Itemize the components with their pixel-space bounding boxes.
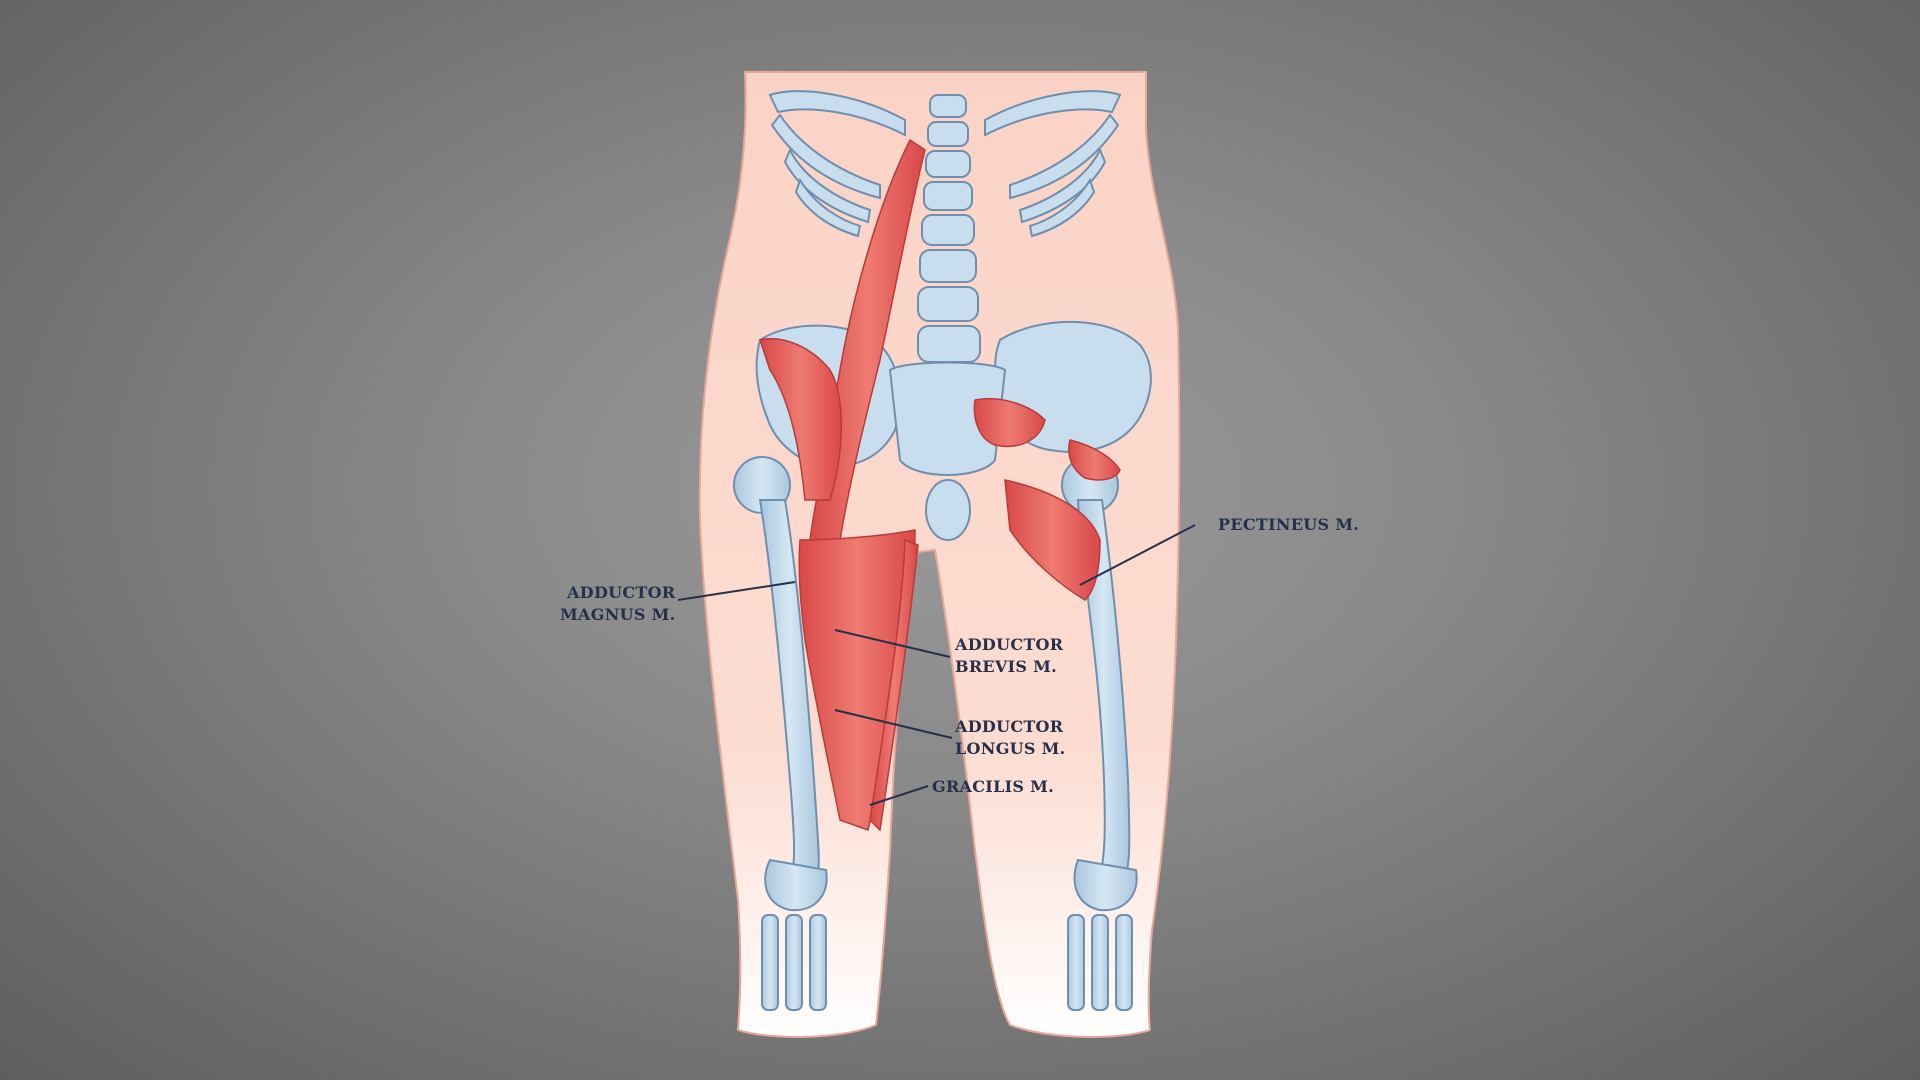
body-silhouette [698,71,1181,1038]
rib-cage [768,90,1122,238]
adductor-longus-label-line2: LONGUS M. [955,739,1066,758]
pectineus-leader [1079,524,1196,586]
adductor-longus-leader [834,709,953,739]
adductor-magnus-label-line1: ADDUCTOR [567,583,676,602]
adductor-magnus-leader [677,581,796,601]
adductor-muscles [798,398,1121,832]
pectineus-label-text: PECTINEUS M. [1218,515,1360,534]
gracilis-label: GRACILIS M. [932,776,1054,798]
spine [917,94,981,363]
leader-lines [677,524,1196,806]
femur-left [733,456,828,1011]
pectineus-label: PECTINEUS M. [1218,514,1359,536]
adductor-brevis-leader [834,629,951,658]
adductor-brevis-label-line2: BREVIS M. [955,657,1058,676]
adductor-magnus-label: ADDUCTOR MAGNUS M. [560,582,675,626]
adductor-brevis-label-line1: ADDUCTOR [955,635,1064,654]
adductor-longus-label: ADDUCTOR LONGUS M. [955,716,1066,760]
adductor-longus-label-line1: ADDUCTOR [955,717,1064,736]
gracilis-leader [869,785,929,806]
adductor-magnus-label-line2: MAGNUS M. [560,605,676,624]
adductor-brevis-label: ADDUCTOR BREVIS M. [955,634,1063,678]
gracilis-label-text: GRACILIS M. [932,777,1055,796]
